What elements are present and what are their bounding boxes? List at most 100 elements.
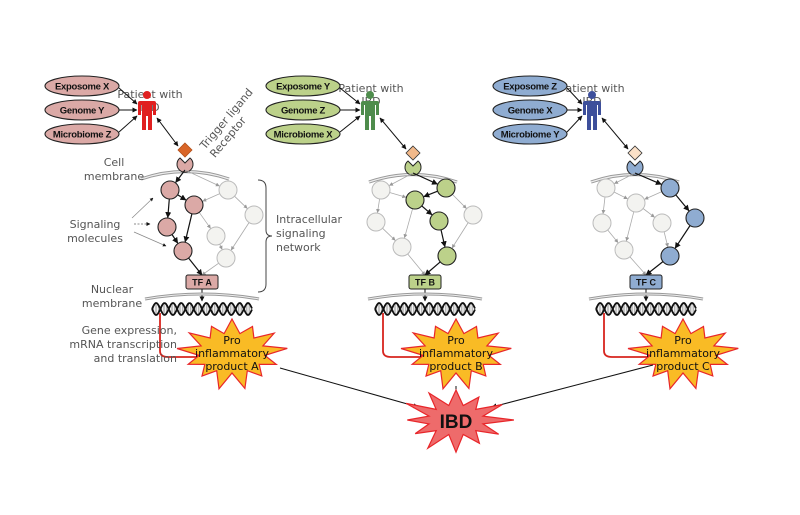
inactive-signaling-molecule xyxy=(366,212,386,232)
inactive-signaling-molecule xyxy=(206,226,226,246)
active-signaling-molecule xyxy=(429,211,449,231)
inactive-signaling-molecule xyxy=(216,248,236,268)
active-signal-edge xyxy=(175,169,186,183)
receptor xyxy=(176,157,194,173)
active-signaling-molecule xyxy=(184,195,204,215)
patient-receptor-arrow xyxy=(601,117,629,150)
inactive-signal-edge xyxy=(184,169,220,187)
patient-label-line1: Patient with xyxy=(338,82,403,95)
active-signal-edge xyxy=(674,225,691,249)
inactive-signal-edge xyxy=(629,256,647,276)
signaling-pointer-arrows xyxy=(131,197,167,247)
inactive-signal-edge xyxy=(407,253,426,276)
active-signaling-molecule xyxy=(405,190,425,210)
factor-oval-genome: Genome Z xyxy=(265,99,341,121)
expression-arrow xyxy=(382,313,428,361)
inactive-signal-edge xyxy=(201,262,219,276)
tf-label: TF C xyxy=(636,278,656,288)
inactive-signal-edge xyxy=(202,193,220,202)
product-label-line2: inflammatory xyxy=(195,347,269,360)
active-signal-edge xyxy=(424,261,441,276)
patient-label-line1: Patient with xyxy=(559,82,624,95)
network-brace xyxy=(257,179,273,293)
intracellular-label-3: network xyxy=(276,241,321,254)
factor-arrow xyxy=(566,115,583,133)
inactive-signaling-molecule xyxy=(218,180,238,200)
factor-arrow xyxy=(118,115,138,133)
inactive-signaling-molecule xyxy=(596,178,616,198)
signaling-molecules-label-2: molecules xyxy=(67,232,123,245)
inactive-signaling-molecule xyxy=(244,205,264,225)
inactive-signal-edge xyxy=(234,195,248,209)
active-signal-edge xyxy=(412,172,438,185)
product-label-line1: Pro xyxy=(447,334,465,347)
active-signal-edge xyxy=(440,229,447,248)
factor-arrow xyxy=(339,115,361,133)
dna-helix xyxy=(151,302,253,316)
active-signaling-molecule xyxy=(160,180,180,200)
patient-receptor-arrow xyxy=(379,117,407,150)
active-signal-edge xyxy=(171,234,179,244)
trigger-ligand xyxy=(177,142,193,158)
inactive-signaling-molecule xyxy=(626,193,646,213)
active-signal-edge xyxy=(675,194,690,212)
dna-helix xyxy=(374,302,476,316)
factor-oval-exposome: Exposome X xyxy=(44,75,120,97)
factor-oval-genome: Genome Y xyxy=(44,99,120,121)
factor-label: Microbiome X xyxy=(274,130,334,141)
inactive-signaling-molecule xyxy=(463,205,483,225)
inactive-signaling-molecule xyxy=(614,240,634,260)
dna-helix xyxy=(595,302,697,316)
active-signaling-molecule xyxy=(173,241,193,261)
nuclear-membrane-label-1: Nuclear xyxy=(91,283,134,296)
product-label-line3: product B xyxy=(429,360,482,373)
inactive-signal-edge xyxy=(613,191,628,200)
inactive-signaling-molecule xyxy=(392,237,412,257)
cell-membrane-label-1: Cell xyxy=(104,156,125,169)
inactive-signal-edge xyxy=(614,172,636,184)
active-signaling-molecule xyxy=(437,246,457,266)
factor-oval-microbiome: Microbiome X xyxy=(265,123,341,145)
intracellular-label-1: Intracellular xyxy=(276,213,342,226)
inactive-signal-edge xyxy=(198,212,211,229)
inactive-signaling-molecule xyxy=(592,213,612,233)
inactive-signal-edge xyxy=(389,192,407,199)
patient-person-icon xyxy=(138,91,156,130)
product-label-line1: Pro xyxy=(674,334,692,347)
product-label-line3: product A xyxy=(205,360,259,373)
factor-label: Microbiome Y xyxy=(501,130,560,141)
ibd-outcome-burst: IBD xyxy=(405,388,514,454)
gene-expression-label-1: Gene expression, xyxy=(82,324,177,337)
intracellular-label-2: signaling xyxy=(276,227,326,240)
active-signaling-molecule xyxy=(436,178,456,198)
factor-arrow xyxy=(339,87,361,105)
trigger-ligand-receptor-label: Trigger ligand Receptor xyxy=(197,86,256,160)
product-label-line2: inflammatory xyxy=(646,347,720,360)
patient-receptor-arrow xyxy=(156,117,179,147)
active-signaling-molecule xyxy=(685,208,705,228)
patient-person-icon xyxy=(361,91,379,130)
nuclear-membrane-label-2: membrane xyxy=(82,297,142,310)
inactive-signal-edge xyxy=(452,194,467,209)
inactive-signal-edge xyxy=(389,172,414,186)
active-signal-edge xyxy=(177,194,187,201)
active-signaling-molecule xyxy=(157,217,177,237)
factor-oval-microbiome: Microbiome Z xyxy=(44,123,120,145)
transcription-factor: TF B xyxy=(408,274,442,290)
product-label-line2: inflammatory xyxy=(419,347,493,360)
trigger-ligand xyxy=(405,145,421,161)
inactive-signal-edge xyxy=(607,229,619,243)
trigger-ligand xyxy=(627,145,643,161)
factor-oval-exposome: Exposome Z xyxy=(492,75,568,97)
patient-person-icon xyxy=(583,91,601,130)
tf-label: TF B xyxy=(415,278,435,288)
cell-membrane-label-2: membrane xyxy=(84,170,144,183)
inactive-signal-edge xyxy=(403,208,413,239)
factor-arrow xyxy=(118,87,138,105)
receptor xyxy=(404,160,422,176)
